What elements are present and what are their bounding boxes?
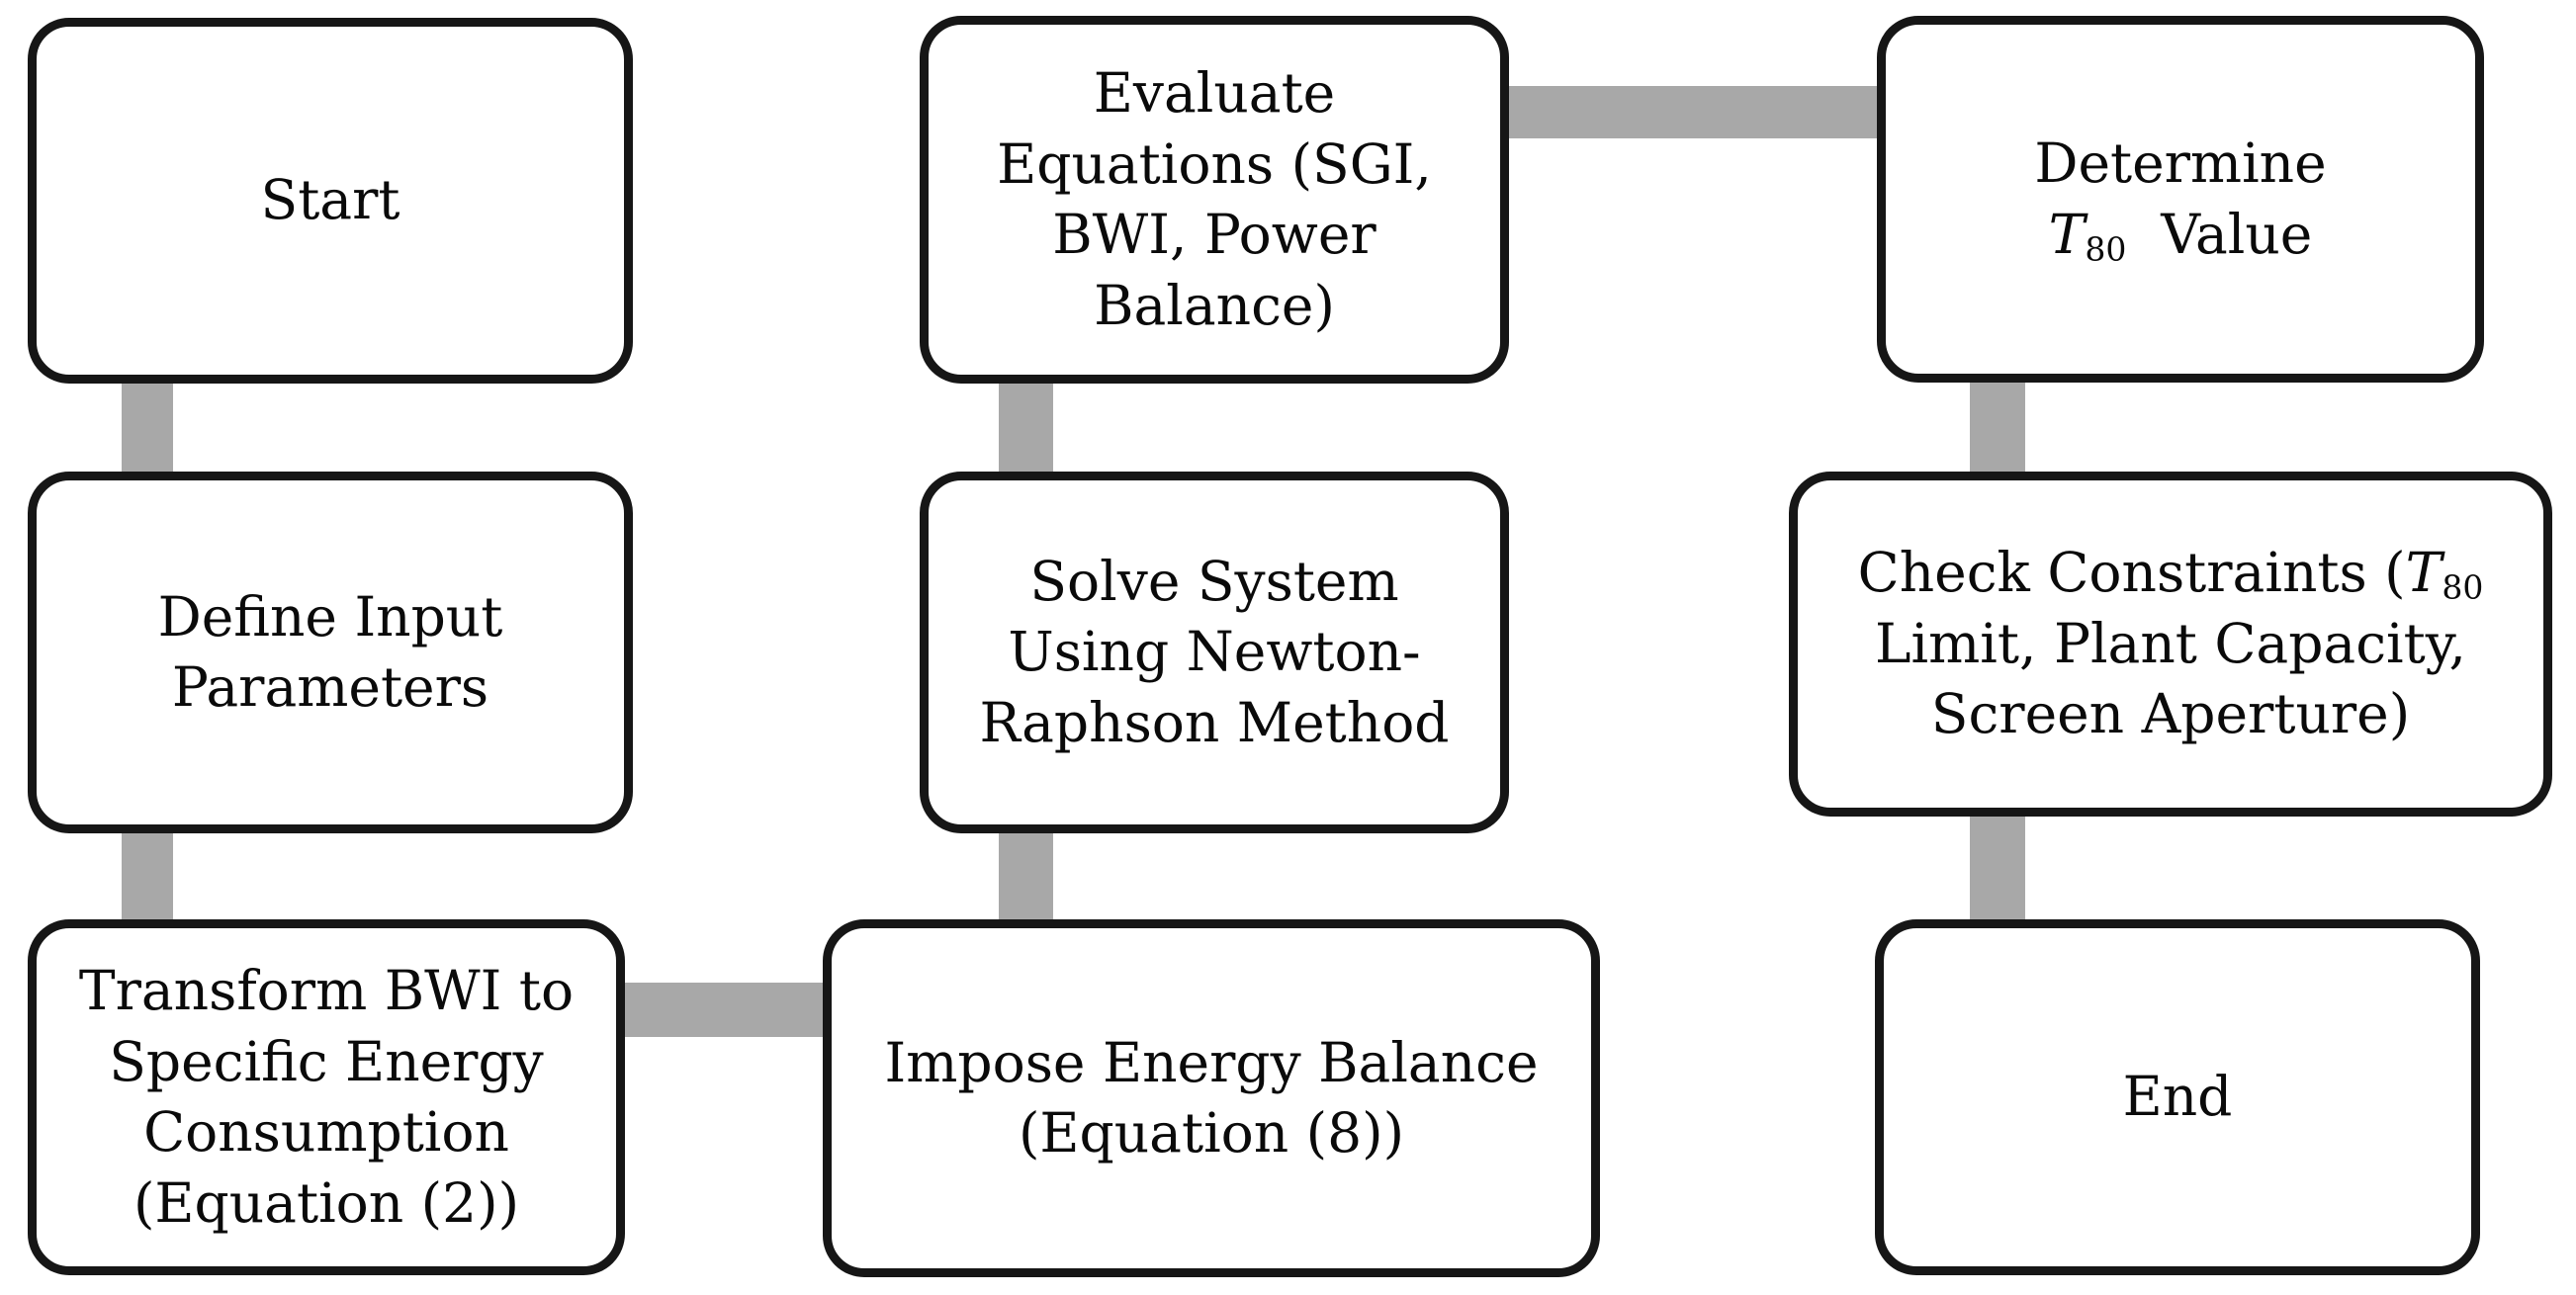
connector-solve-evaluate — [999, 380, 1053, 478]
flow-node-end: End — [1875, 919, 2480, 1275]
flow-node-start: Start — [28, 18, 633, 384]
flow-node-end-label: End — [2122, 1065, 2233, 1129]
flow-node-start-label: Start — [260, 168, 400, 232]
flow-node-impose-energy-balance-label: Impose Energy Balance(Equation (8)) — [884, 1030, 1539, 1166]
connector-transform-impose — [618, 983, 831, 1037]
connector-evaluate-determine — [1501, 86, 1885, 138]
connector-start-define — [122, 381, 173, 479]
connector-determine-check — [1970, 378, 2025, 478]
connector-impose-solve — [999, 830, 1053, 927]
flow-node-impose-energy-balance: Impose Energy Balance(Equation (8)) — [823, 919, 1600, 1277]
connector-check-end — [1970, 814, 2025, 927]
connector-define-transform — [122, 828, 173, 927]
